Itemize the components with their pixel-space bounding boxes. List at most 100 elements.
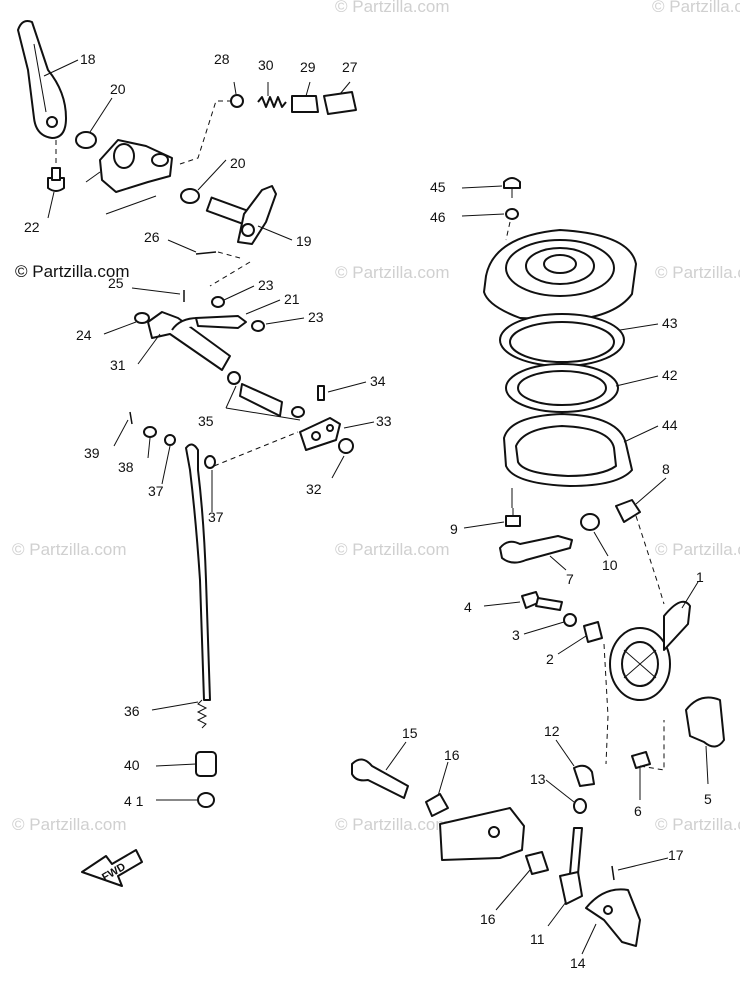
screw-6: [631, 751, 651, 769]
callout-20: 20: [110, 81, 126, 97]
callout-21: 21: [284, 291, 300, 307]
watermark: © Partzilla.com: [655, 263, 740, 282]
collar-32: [338, 438, 354, 454]
callout-46: 46: [430, 209, 446, 225]
callout-18: 18: [80, 51, 96, 67]
watermark: © Partzilla.com: [335, 815, 450, 834]
shift-arm-18: [17, 20, 67, 139]
watermark: © Partzilla.com: [335, 0, 450, 16]
shaft-11: [559, 827, 583, 905]
callout-27: 27: [342, 59, 358, 75]
joint-40: [195, 751, 217, 777]
copyright-notice: © Partzilla.com: [15, 262, 130, 281]
callout-32: 32: [306, 481, 322, 497]
callout-34: 34: [370, 373, 386, 389]
lever-33: [299, 417, 341, 451]
washer-23-lower: [251, 320, 265, 332]
watermark: © Partzilla.com: [12, 815, 127, 834]
callout-4: 4: [464, 599, 472, 615]
callout-9: 9: [450, 521, 458, 537]
callout-14: 14: [570, 955, 586, 971]
shaft-35: [225, 371, 305, 421]
callout-22: 22: [24, 219, 40, 235]
callout-13: 13: [530, 771, 546, 787]
watermark: © Partzilla.com: [335, 540, 450, 559]
callout-39: 39: [84, 445, 100, 461]
collar-10: [580, 513, 600, 531]
callout-33: 33: [376, 413, 392, 429]
leader-lines: [43, 59, 709, 955]
pin-26: [195, 251, 217, 255]
screw-45: [503, 177, 521, 198]
nut-41: [197, 792, 215, 808]
arm-14: [585, 888, 641, 947]
collar-2: [583, 621, 603, 643]
callout-28: 28: [214, 51, 230, 67]
ball-28: [230, 94, 244, 108]
callout-1: 1: [696, 569, 704, 585]
callout-6: 6: [634, 803, 642, 819]
gasket-44: [503, 413, 633, 487]
pin-39: [129, 411, 133, 425]
washer-20-upper: [75, 131, 97, 149]
callout-23: 23: [258, 277, 274, 293]
callout-7: 7: [566, 571, 574, 587]
washer-46: [505, 208, 519, 220]
spring-30: [257, 96, 287, 108]
callout-41: 4 1: [124, 793, 144, 809]
collar-13: [573, 798, 587, 814]
watermark: © Partzilla.com: [335, 263, 450, 282]
shaft-7: [499, 535, 573, 564]
watermark: © Partzilla.com: [655, 815, 740, 834]
callout-36: 36: [124, 703, 140, 719]
watermarks: © Partzilla.com © Partzilla.com © Partzi…: [12, 0, 740, 834]
callout-3: 3: [512, 627, 520, 643]
shift-rod-36: [185, 443, 211, 729]
callout-20: 20: [230, 155, 246, 171]
fwd-arrow: FWD: [81, 849, 143, 887]
starter-cover: [483, 229, 637, 321]
bolt-4: [521, 591, 563, 611]
watermark: © Partzilla.com: [12, 540, 127, 559]
plate-42: [505, 363, 619, 413]
cable-end-8: [615, 499, 641, 523]
washer-37-left: [164, 434, 176, 446]
washer-23-upper: [211, 296, 225, 308]
bolt-22: [47, 140, 65, 192]
callout-38: 38: [118, 459, 134, 475]
callout-40: 40: [124, 757, 140, 773]
callout-10: 10: [602, 557, 618, 573]
callout-8: 8: [662, 461, 670, 477]
callout-37: 37: [208, 509, 224, 525]
bushing-16-lower: [525, 851, 549, 875]
pin-17: [611, 865, 615, 881]
callout-11: 11: [530, 931, 545, 947]
callout-17: 17: [668, 847, 684, 863]
callout-23: 23: [308, 309, 324, 325]
watermark: © Partzilla.com: [655, 540, 740, 559]
shift-bracket-housing: [85, 139, 173, 215]
callout-37: 37: [148, 483, 164, 499]
link-21: [195, 315, 247, 329]
washer-37-right: [204, 455, 216, 469]
watermark: © Partzilla.com: [652, 0, 740, 16]
lever-12: [573, 764, 595, 787]
callout-25: 25: [108, 275, 124, 291]
callout-24: 24: [76, 327, 92, 343]
callout-19: 19: [296, 233, 312, 249]
callouts: 18 20 20 22 28 30 29 27 26 19 25 23 21 2…: [24, 51, 712, 971]
washer-20-lower: [180, 188, 200, 204]
pin-34: [317, 385, 325, 401]
callout-12: 12: [544, 723, 560, 739]
callout-26: 26: [144, 229, 160, 245]
callout-29: 29: [300, 59, 316, 75]
callout-44: 44: [662, 417, 678, 433]
washer-3: [563, 613, 577, 627]
callout-16: 16: [480, 911, 496, 927]
callout-42: 42: [662, 367, 678, 383]
shift-lever-19: [205, 185, 277, 245]
callout-31: 31: [110, 357, 126, 373]
lever-15: [351, 758, 409, 799]
pulley-1: [609, 600, 691, 701]
